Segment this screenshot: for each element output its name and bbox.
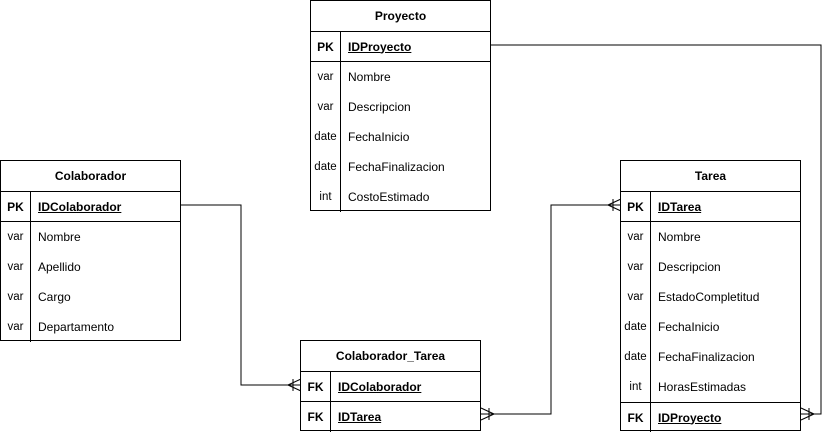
primary-key-row[interactable]: PK IDProyecto [311, 32, 490, 62]
field-row[interactable]: var Descripcion [311, 92, 490, 122]
field-name: Nombre [348, 70, 391, 84]
crows-foot-tarea-right [800, 407, 815, 421]
link-colaborador-to-colaborador-tarea [181, 204, 301, 386]
field-name: Descripcion [348, 100, 411, 114]
field-name: IDProyecto [348, 39, 412, 54]
foreign-key-row[interactable]: FK IDColaborador [301, 372, 480, 402]
field-name: CostoEstimado [348, 190, 430, 204]
crows-foot-colaborador-tarea-right [480, 407, 495, 421]
crows-foot-colaborador-tarea-left [287, 378, 302, 392]
field-name: HorasEstimadas [658, 380, 747, 394]
key-type: FK [301, 372, 331, 401]
field-type: var [621, 252, 651, 282]
field-name: IDProyecto [658, 410, 722, 425]
field-row[interactable]: int HorasEstimadas [621, 372, 800, 402]
field-name: Nombre [38, 230, 81, 244]
field-name: IDColaborador [38, 199, 122, 214]
field-name: Descripcion [658, 260, 721, 274]
field-row[interactable]: var EstadoCompletitud [621, 282, 800, 312]
key-type: PK [1, 192, 31, 221]
primary-key-row[interactable]: PK IDColaborador [1, 192, 180, 222]
entity-title: Colaborador_Tarea [301, 341, 480, 372]
field-row[interactable]: var Cargo [1, 282, 180, 312]
field-name: FechaFinalizacion [658, 350, 755, 364]
field-row[interactable]: var Apellido [1, 252, 180, 282]
key-type: PK [311, 32, 341, 61]
foreign-key-row[interactable]: FK IDProyecto [621, 402, 800, 432]
link-proyecto-to-tarea [491, 44, 822, 415]
field-name: FechaInicio [348, 130, 410, 144]
key-type: FK [621, 403, 651, 432]
field-row[interactable]: date FechaInicio [311, 122, 490, 152]
primary-key-row[interactable]: PK IDTarea [621, 192, 800, 222]
field-row[interactable]: int CostoEstimado [311, 182, 490, 212]
entity-title: Tarea [621, 161, 800, 192]
field-row[interactable]: date FechaFinalizacion [311, 152, 490, 182]
link-colaborador-tarea-to-tarea [481, 204, 621, 415]
field-name: Cargo [38, 290, 71, 304]
field-type: date [311, 152, 341, 182]
field-row[interactable]: var Nombre [311, 62, 490, 92]
field-type: var [1, 252, 31, 282]
field-name: Nombre [658, 230, 701, 244]
key-type: FK [301, 402, 331, 432]
field-row[interactable]: date FechaInicio [621, 312, 800, 342]
crows-foot-tarea-left [607, 198, 622, 212]
field-name: FechaInicio [658, 320, 720, 334]
field-row[interactable]: var Nombre [621, 222, 800, 252]
field-name: IDTarea [338, 410, 382, 424]
field-row[interactable]: var Nombre [1, 222, 180, 252]
field-name: FechaFinalizacion [348, 160, 445, 174]
field-type: date [621, 312, 651, 342]
entity-title: Proyecto [311, 1, 490, 32]
entity-tarea[interactable]: Tarea PK IDTarea var Nombre var Descripc… [620, 160, 801, 432]
field-type: var [1, 312, 31, 342]
foreign-key-row[interactable]: FK IDTarea [301, 402, 480, 432]
field-type: var [621, 282, 651, 312]
entity-proyecto[interactable]: Proyecto PK IDProyecto var Nombre var De… [310, 0, 491, 212]
field-row[interactable]: date FechaFinalizacion [621, 342, 800, 372]
field-name: IDColaborador [338, 379, 422, 394]
field-name: Departamento [38, 320, 115, 334]
field-row[interactable]: var Departamento [1, 312, 180, 342]
entity-colaborador-tarea[interactable]: Colaborador_Tarea FK IDColaborador FK ID… [300, 340, 481, 432]
field-type: var [1, 222, 31, 252]
field-row[interactable]: var Descripcion [621, 252, 800, 282]
field-type: var [621, 222, 651, 252]
entity-title: Colaborador [1, 161, 180, 192]
field-name: EstadoCompletitud [658, 290, 760, 304]
field-type: date [621, 342, 651, 372]
field-type: int [311, 182, 341, 212]
key-type: PK [621, 192, 651, 221]
field-name: IDTarea [658, 199, 702, 214]
field-name: Apellido [38, 260, 81, 274]
field-type: int [621, 372, 651, 402]
entity-colaborador[interactable]: Colaborador PK IDColaborador var Nombre … [0, 160, 181, 342]
field-type: var [311, 92, 341, 122]
field-type: var [311, 62, 341, 92]
field-type: var [1, 282, 31, 312]
field-type: date [311, 122, 341, 152]
